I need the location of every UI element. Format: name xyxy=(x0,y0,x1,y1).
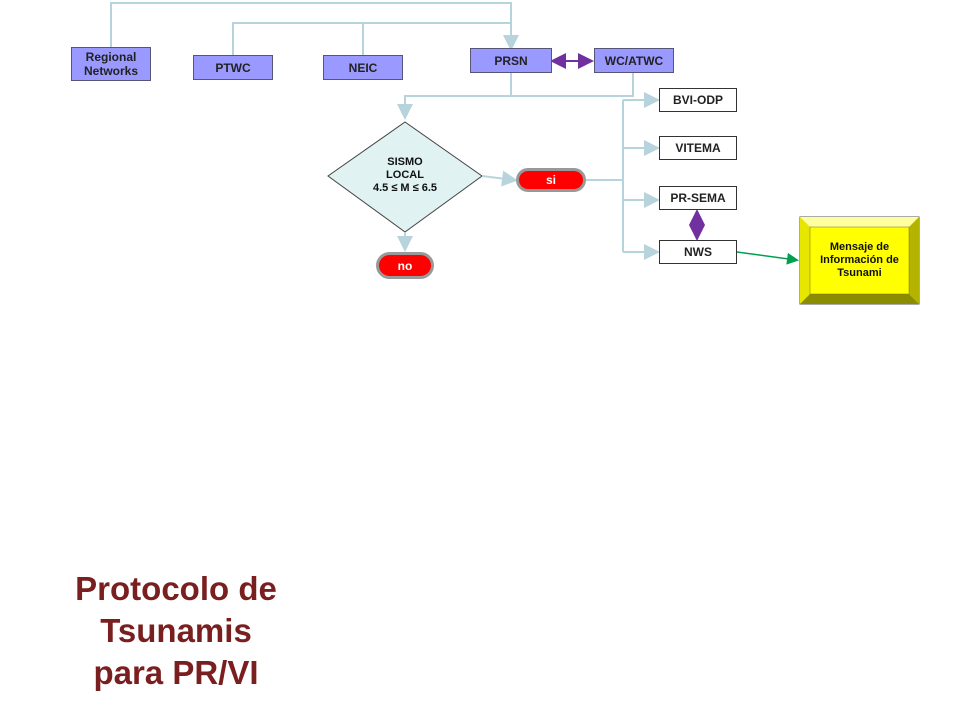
title-line-3: para PR/VI xyxy=(93,654,259,691)
node-neic-label: NEIC xyxy=(348,60,378,75)
message-box xyxy=(799,216,920,305)
node-prsn-label: PRSN xyxy=(494,53,528,68)
connector-regional-to-prsn xyxy=(110,2,519,51)
node-regional-networks-label: Regional Networks xyxy=(83,50,139,78)
node-prsn: PRSN xyxy=(470,48,552,73)
node-vitema: VITEMA xyxy=(659,136,737,160)
arrow-nws-to-message xyxy=(736,251,799,265)
node-pr-sema: PR-SEMA xyxy=(659,186,737,210)
message-box-text: Mensaje de Información de Tsunami xyxy=(810,227,909,294)
decision-line-1: SISMO xyxy=(387,156,423,168)
node-wcatwc: WC/ATWC xyxy=(594,48,674,73)
yes-pill-label: si xyxy=(545,173,556,187)
node-wcatwc-label: WC/ATWC xyxy=(604,53,664,68)
node-nws-label: NWS xyxy=(684,245,712,259)
message-line-3: Tsunami xyxy=(837,267,882,279)
message-line-1: Mensaje de xyxy=(829,241,890,253)
connector-wcatwc-down xyxy=(511,73,634,97)
page-title: Protocolo de Tsunamis para PR/VI xyxy=(36,568,316,694)
decision-line-3: 4.5 ≤ M ≤ 6.5 xyxy=(372,182,438,194)
node-regional-networks: Regional Networks xyxy=(71,47,151,81)
node-ptwc: PTWC xyxy=(193,55,273,80)
title-line-2: Tsunamis xyxy=(100,612,252,649)
node-vitema-label: VITEMA xyxy=(675,141,721,155)
no-pill-label: no xyxy=(397,258,413,273)
node-bvi-odp: BVI-ODP xyxy=(659,88,737,112)
title-line-1: Protocolo de xyxy=(75,570,277,607)
connector-prsn-down xyxy=(397,73,512,120)
node-ptwc-label: PTWC xyxy=(215,60,251,75)
message-line-2: Información de xyxy=(820,254,899,266)
yes-pill: si xyxy=(516,168,586,192)
node-nws: NWS xyxy=(659,240,737,264)
decision-line-2: LOCAL xyxy=(386,169,424,181)
connector-decision-to-si xyxy=(481,170,518,187)
connector-ptwc-to-prsn xyxy=(232,22,511,55)
node-pr-sema-label: PR-SEMA xyxy=(670,191,726,205)
node-neic: NEIC xyxy=(323,55,403,80)
decision-label: SISMO LOCAL 4.5 ≤ M ≤ 6.5 xyxy=(345,156,465,195)
no-pill: no xyxy=(376,252,434,279)
node-bvi-odp-label: BVI-ODP xyxy=(672,93,723,107)
